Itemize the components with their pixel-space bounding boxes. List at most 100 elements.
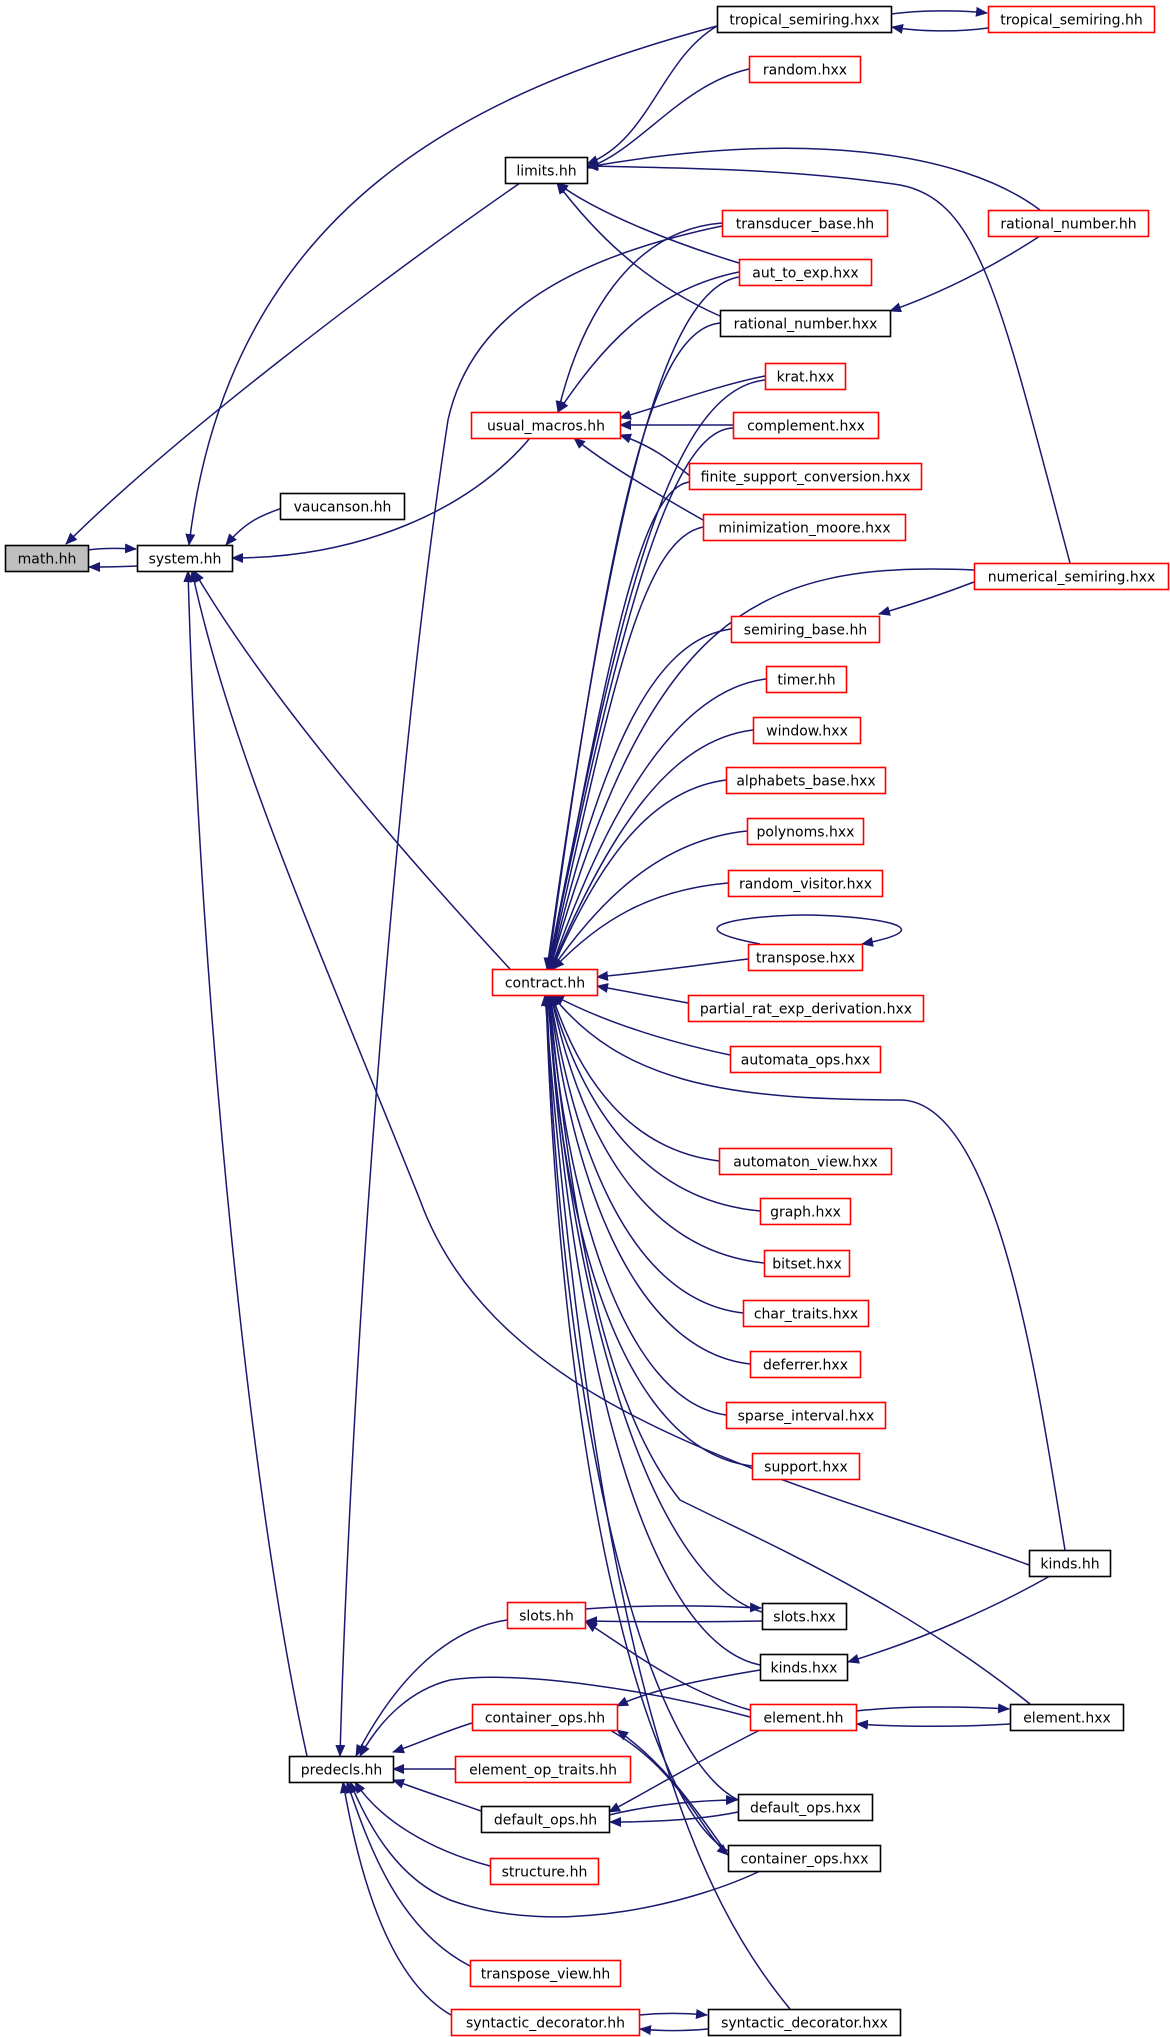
node-container-ops-hh[interactable]: container_ops.hh (471, 1703, 619, 1732)
node-complement-hxx[interactable]: complement.hxx (732, 411, 880, 440)
node-contract-hh[interactable]: contract.hh (491, 968, 599, 997)
node-box[interactable] (716, 5, 893, 34)
node-rational-number-hh[interactable]: rational_number.hh (987, 209, 1150, 238)
node-random-visitor-hxx[interactable]: random_visitor.hxx (727, 869, 884, 898)
node-semiring-base-hh[interactable]: semiring_base.hh (730, 615, 881, 644)
node-box[interactable] (759, 1197, 852, 1226)
node-math-hh[interactable]: math.hh (4, 544, 90, 573)
node-box[interactable] (730, 615, 881, 644)
node-box[interactable] (279, 492, 406, 521)
node-box[interactable] (489, 1857, 600, 1886)
node-box[interactable] (454, 1755, 632, 1784)
node-container-ops-hxx[interactable]: container_ops.hxx (727, 1844, 882, 1873)
node-box[interactable] (749, 1350, 862, 1379)
node-syntactic-decorator-hh[interactable]: syntactic_decorator.hh (450, 2008, 641, 2037)
node-box[interactable] (729, 1045, 882, 1074)
node-window-hxx[interactable]: window.hxx (752, 716, 862, 745)
node-transpose-view-hh[interactable]: transpose_view.hh (469, 1959, 622, 1988)
node-box[interactable] (748, 55, 862, 84)
node-predecls-hh[interactable]: predecls.hh (288, 1755, 395, 1784)
node-box[interactable] (761, 1602, 848, 1631)
node-slots-hh[interactable]: slots.hh (506, 1601, 587, 1630)
node-box[interactable] (764, 362, 847, 391)
node-box[interactable] (987, 5, 1156, 34)
node-minimization-moore-hxx[interactable]: minimization_moore.hxx (702, 513, 907, 542)
node-element-hxx[interactable]: element.hxx (1009, 1703, 1125, 1732)
node-graph-hxx[interactable]: graph.hxx (759, 1197, 852, 1226)
node-default-ops-hxx[interactable]: default_ops.hxx (737, 1793, 874, 1822)
node-sparse-interval-hxx[interactable]: sparse_interval.hxx (725, 1401, 887, 1430)
node-box[interactable] (504, 156, 589, 185)
node-box[interactable] (725, 1401, 887, 1430)
node-box[interactable] (1028, 1549, 1112, 1578)
node-box[interactable] (759, 1653, 849, 1682)
node-box[interactable] (749, 1703, 858, 1732)
node-element-hh[interactable]: element.hh (749, 1703, 858, 1732)
node-tropical-semiring-hxx[interactable]: tropical_semiring.hxx (716, 5, 893, 34)
node-box[interactable] (738, 258, 873, 287)
node-box[interactable] (4, 544, 90, 573)
node-krat-hxx[interactable]: krat.hxx (764, 362, 847, 391)
node-box[interactable] (721, 209, 889, 238)
node-box[interactable] (136, 544, 234, 573)
node-box[interactable] (751, 1452, 861, 1481)
node-box[interactable] (737, 1793, 874, 1822)
node-deferrer-hxx[interactable]: deferrer.hxx (749, 1350, 862, 1379)
node-transducer-base-hh[interactable]: transducer_base.hh (721, 209, 889, 238)
node-box[interactable] (687, 994, 925, 1023)
node-support-hxx[interactable]: support.hxx (751, 1452, 861, 1481)
node-usual-macros-hh[interactable]: usual_macros.hh (470, 411, 622, 440)
node-box[interactable] (506, 1601, 587, 1630)
node-box[interactable] (719, 309, 892, 338)
node-tropical-semiring-hh[interactable]: tropical_semiring.hh (987, 5, 1156, 34)
node-vaucanson-hh[interactable]: vaucanson.hh (279, 492, 406, 521)
node-syntactic-decorator-hxx[interactable]: syntactic_decorator.hxx (707, 2008, 902, 2037)
node-finite-support-conversion-hxx[interactable]: finite_support_conversion.hxx (688, 462, 923, 491)
node-box[interactable] (491, 968, 599, 997)
node-box[interactable] (718, 1147, 893, 1176)
node-automaton-view-hxx[interactable]: automaton_view.hxx (718, 1147, 893, 1176)
node-box[interactable] (746, 817, 865, 846)
node-random-hxx[interactable]: random.hxx (748, 55, 862, 84)
node-box[interactable] (725, 766, 887, 795)
node-kinds-hxx[interactable]: kinds.hxx (759, 1653, 849, 1682)
node-system-hh[interactable]: system.hh (136, 544, 234, 573)
node-partial-rat-exp-derivation-hxx[interactable]: partial_rat_exp_derivation.hxx (687, 994, 925, 1023)
node-box[interactable] (470, 411, 622, 440)
node-box[interactable] (469, 1959, 622, 1988)
node-box[interactable] (471, 1703, 619, 1732)
node-box[interactable] (688, 462, 923, 491)
node-alphabets-base-hxx[interactable]: alphabets_base.hxx (725, 766, 887, 795)
node-box[interactable] (480, 1805, 611, 1834)
node-bitset-hxx[interactable]: bitset.hxx (763, 1249, 851, 1278)
node-box[interactable] (747, 943, 864, 972)
node-box[interactable] (727, 869, 884, 898)
node-box[interactable] (987, 209, 1150, 238)
node-numerical-semiring-hxx[interactable]: numerical_semiring.hxx (973, 562, 1170, 591)
node-box[interactable] (752, 716, 862, 745)
node-default-ops-hh[interactable]: default_ops.hh (480, 1805, 611, 1834)
node-timer-hh[interactable]: timer.hh (765, 665, 848, 694)
node-structure-hh[interactable]: structure.hh (489, 1857, 600, 1886)
node-box[interactable] (450, 2008, 641, 2037)
node-char-traits-hxx[interactable]: char_traits.hxx (742, 1299, 870, 1328)
node-box[interactable] (288, 1755, 395, 1784)
node-rational-number-hxx[interactable]: rational_number.hxx (719, 309, 892, 338)
node-box[interactable] (763, 1249, 851, 1278)
node-box[interactable] (742, 1299, 870, 1328)
node-box[interactable] (702, 513, 907, 542)
node-box[interactable] (1009, 1703, 1125, 1732)
node-box[interactable] (732, 411, 880, 440)
node-slots-hxx[interactable]: slots.hxx (761, 1602, 848, 1631)
node-limits-hh[interactable]: limits.hh (504, 156, 589, 185)
node-polynoms-hxx[interactable]: polynoms.hxx (746, 817, 865, 846)
node-kinds-hh[interactable]: kinds.hh (1028, 1549, 1112, 1578)
node-box[interactable] (727, 1844, 882, 1873)
node-transpose-hxx[interactable]: transpose.hxx (747, 943, 864, 972)
node-element-op-traits-hh[interactable]: element_op_traits.hh (454, 1755, 632, 1784)
node-box[interactable] (765, 665, 848, 694)
node-automata-ops-hxx[interactable]: automata_ops.hxx (729, 1045, 882, 1074)
node-box[interactable] (707, 2008, 902, 2037)
node-box[interactable] (973, 562, 1170, 591)
node-aut-to-exp-hxx[interactable]: aut_to_exp.hxx (738, 258, 873, 287)
